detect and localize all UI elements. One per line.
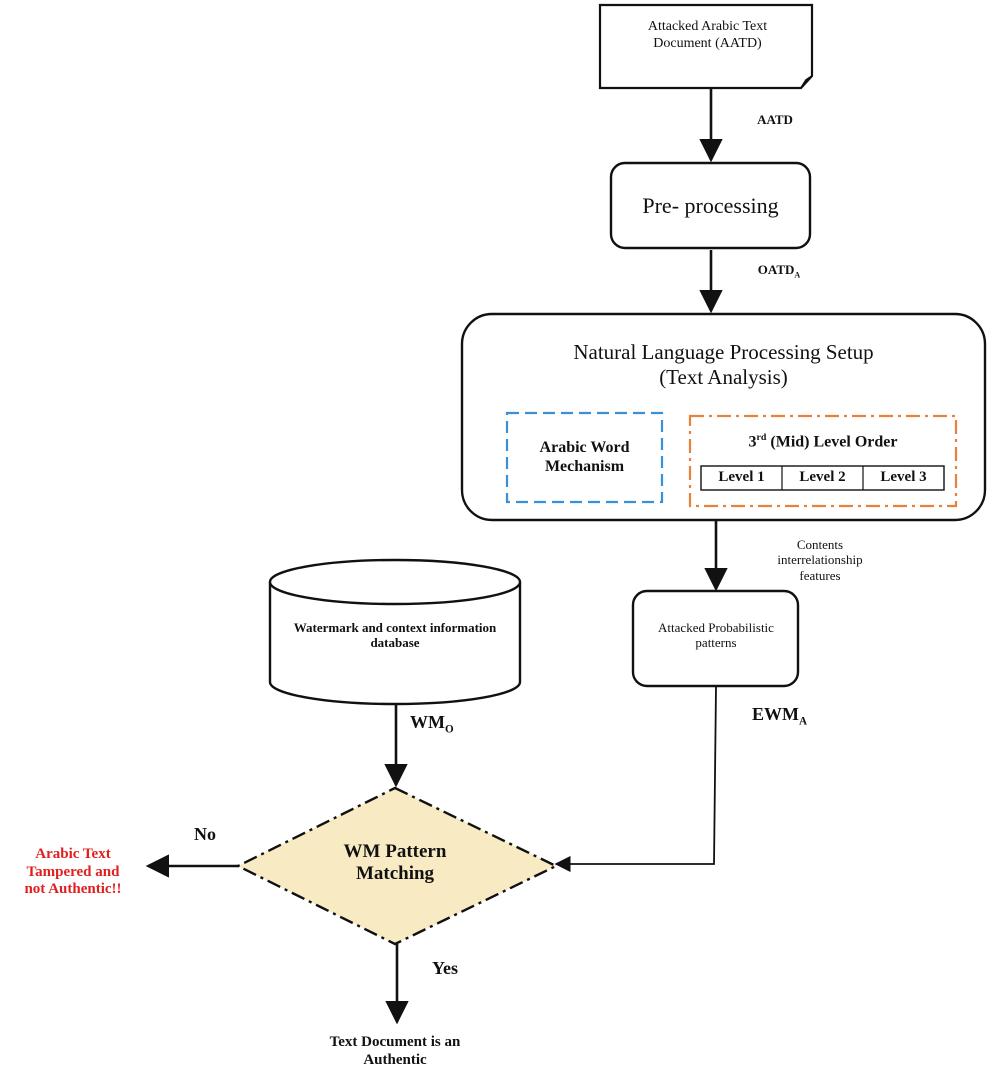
edge-label-yes: Yes	[432, 958, 458, 978]
edge-label-ewma: EWMA	[752, 704, 808, 728]
database-label: Watermark and context information databa…	[293, 619, 497, 650]
document-shape	[598, 3, 814, 90]
level-3-cell: Level 3	[880, 469, 927, 485]
edge-label-aatd: AATD	[757, 112, 793, 127]
authentic-result-label: Text Document is an Authentic	[329, 1034, 461, 1068]
nlp-setup-title: Natural Language Processing Setup (Text …	[573, 340, 874, 389]
level-1-cell: Level 1	[718, 469, 765, 485]
edge-label-no: No	[194, 824, 216, 844]
edge-label-contents-features: Contents interrelationship features	[777, 537, 863, 583]
edge-label-oatd: OATDA	[757, 262, 801, 280]
tampered-result-label: Arabic Text Tampered and not Authentic!!	[24, 846, 122, 898]
edge-label-wmo: WMO	[410, 712, 454, 736]
document-label: Attacked Arabic Text Document (AATD)	[647, 19, 768, 51]
levels-table	[700, 465, 945, 491]
preprocessing-box	[609, 161, 812, 250]
level-2-cell: Level 2	[799, 469, 846, 485]
wm-matching-label: WM Pattern Matching	[343, 841, 447, 885]
mid-level-order-box	[688, 414, 958, 508]
attacked-patterns-box	[631, 589, 800, 688]
database-cylinder	[268, 582, 522, 706]
arabic-word-mechanism-box	[505, 411, 664, 504]
attacked-patterns-label: Attacked Probabilistic patterns	[658, 619, 774, 650]
preprocessing-label: Pre- processing	[642, 192, 779, 218]
wm-matching-diamond	[235, 786, 559, 946]
mid-level-order-label: 3rd (Mid) Level Order	[748, 432, 898, 451]
arabic-word-mechanism-label: Arabic Word Mechanism	[539, 438, 630, 475]
edge-patterns-to-matching	[554, 686, 717, 873]
